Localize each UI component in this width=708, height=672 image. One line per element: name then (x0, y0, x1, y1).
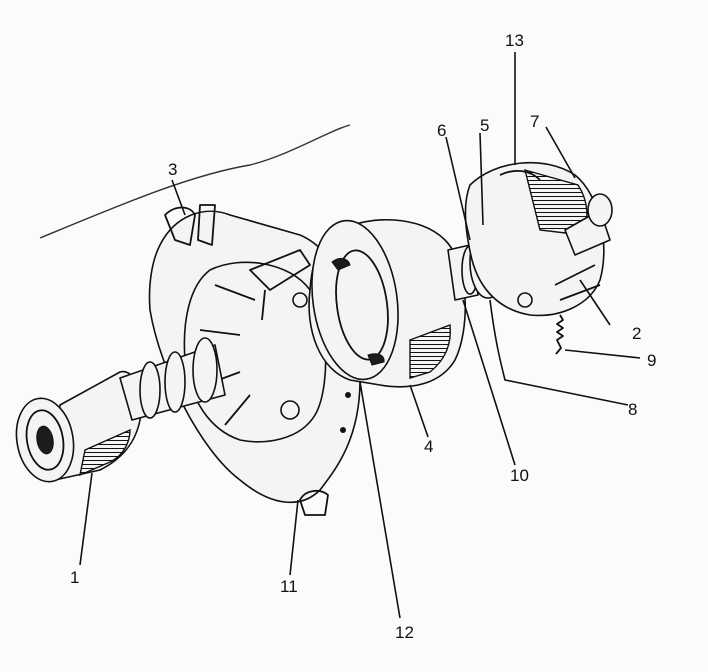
label-12: 12 (395, 623, 414, 642)
label-8: 8 (628, 400, 637, 419)
brake-shoe-assembly (464, 161, 613, 317)
label-4: 4 (424, 437, 433, 456)
label-5: 5 (480, 116, 489, 135)
background-curve (39, 124, 351, 239)
label-13: 13 (505, 31, 524, 50)
callouts: 1 2 3 4 5 6 7 8 9 10 11 12 13 (70, 31, 656, 642)
label-6: 6 (437, 121, 446, 140)
return-spring (555, 314, 564, 355)
label-2: 2 (632, 324, 641, 343)
leader-lines (79, 52, 641, 619)
label-3: 3 (168, 160, 177, 179)
label-7: 7 (530, 112, 539, 131)
brake-drum (308, 218, 467, 388)
label-11: 11 (280, 577, 298, 596)
label-9: 9 (647, 351, 656, 370)
label-1: 1 (70, 568, 79, 587)
label-10: 10 (510, 466, 529, 485)
axle-shaft (119, 337, 226, 421)
front-sleeve (15, 370, 143, 483)
